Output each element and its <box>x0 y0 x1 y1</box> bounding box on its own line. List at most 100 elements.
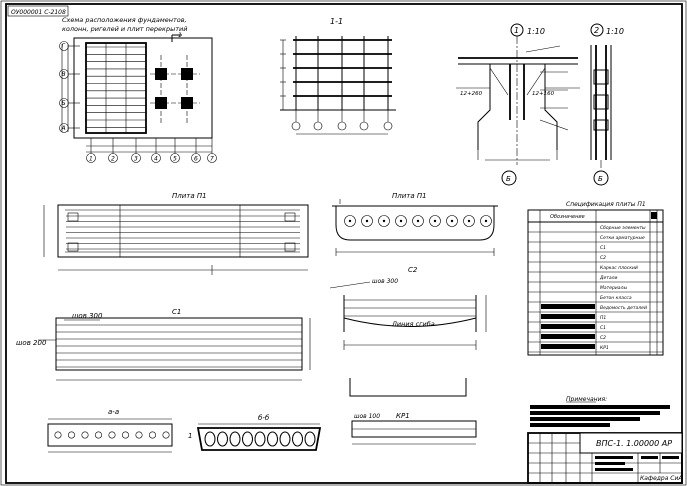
section-bb-title: б-б <box>258 414 270 422</box>
mesh-c2: С2 шов 300 Линия сгиба <box>329 266 487 350</box>
spec-row-label: С2 <box>600 255 606 261</box>
spec-row-label: С2 <box>600 335 606 341</box>
spec-row-label: Сборные элементы <box>600 225 646 231</box>
plan-row-axis-label: Г <box>62 43 66 50</box>
section-axis-marker <box>359 121 369 131</box>
section-axis-marker <box>313 121 323 131</box>
kr1-note: шов 100 <box>354 413 380 420</box>
spec-title: Спецификация плиты П1 <box>566 201 646 208</box>
plan-row-axis-marker <box>59 69 69 79</box>
spec-header: Обозначение <box>550 214 585 220</box>
node-1-scale: 1:10 <box>527 27 545 36</box>
plan-col-axis-label: 4 <box>154 156 158 163</box>
section-1-1-title: 1-1 <box>330 17 343 26</box>
spec-row-label: С1 <box>600 325 606 331</box>
bb-hole <box>204 431 216 447</box>
slab-p1-plan-title: Плита П1 <box>172 192 207 200</box>
mesh-c1: С1 шов 300 шов 200 <box>16 308 311 381</box>
inner-frame <box>5 3 683 484</box>
spec-row-label: Сетки арматурные <box>600 235 645 241</box>
bb-hole <box>279 431 291 447</box>
stamp-code-box <box>7 5 69 17</box>
node-1-label: 1 <box>514 26 519 35</box>
node-1-axis: Б <box>506 175 511 183</box>
c1-note1: шов 300 <box>72 312 103 320</box>
slab-p1-section: Плита П1 <box>332 192 498 256</box>
slab-hole <box>344 215 356 227</box>
section-axis-marker <box>291 121 301 131</box>
notes: Примечания: <box>530 396 670 427</box>
section-aa-title: а-а <box>108 408 119 416</box>
plan-col-axis-label: 7 <box>210 156 214 163</box>
node-2-marker <box>590 23 604 37</box>
slab-hole <box>446 215 458 227</box>
bb-hole <box>242 431 253 447</box>
title-block: ВПС-1. 1.00000 АР Кафедра СиА <box>527 432 683 484</box>
slab-hole <box>395 215 407 227</box>
slab-hole <box>361 215 373 227</box>
plan-title-line2: колонн, ригелей и плит перекрытий <box>62 25 187 33</box>
plan-col-axis-label: 2 <box>111 156 115 163</box>
title-block-code: ВПС-1. 1.00000 АР <box>596 439 672 448</box>
section-axis-marker <box>337 121 347 131</box>
c2-profile <box>349 378 467 397</box>
spec-row-label: Бетон класса <box>600 295 632 301</box>
bb-hole <box>229 431 241 447</box>
node-1-dim-left: 12+260 <box>460 91 483 97</box>
slab-hole <box>480 215 492 227</box>
node-1: 1 1:10 12+260 12+160 Б <box>456 23 580 186</box>
node-2-label: 2 <box>594 26 599 35</box>
bb-hole <box>292 431 303 447</box>
spec-table: Спецификация плиты П1 Обозначение Сборны… <box>527 201 664 356</box>
node-1-dim-right: 12+160 <box>532 91 555 97</box>
notes-title: Примечания: <box>566 396 607 403</box>
plan-col-axis-label: 6 <box>194 156 198 163</box>
slab-hole <box>429 215 441 227</box>
plan-row-axis-marker <box>59 123 69 133</box>
section-1-1: 1-1 <box>280 17 396 135</box>
bb-hole <box>304 431 316 447</box>
node-2-axis: Б <box>598 175 603 183</box>
c1-note2: шов 200 <box>16 339 47 347</box>
section-aa: а-а <box>47 408 173 453</box>
spec-row-label: С1 <box>600 245 606 251</box>
slab-p1-section-title: Плита П1 <box>392 192 427 200</box>
title-block-dept: Кафедра СиА <box>640 475 683 482</box>
plan-row-axis-label: Б <box>62 100 66 107</box>
spec-row-label: Детали <box>599 275 618 281</box>
node-2-axis-marker <box>593 170 609 186</box>
bb-hole <box>267 431 278 447</box>
node-2: 2 1:10 Б <box>590 23 624 186</box>
foundation-plan: Схема расположения фундаментов, колонн, … <box>59 16 217 163</box>
spec-row-label: КР1 <box>600 345 609 351</box>
section-bb-mark: 1 <box>188 432 192 440</box>
plan-col-axis-label: 3 <box>134 156 138 163</box>
spec-row-label: Ведомость деталей <box>600 305 647 311</box>
node-2-scale: 1:10 <box>606 27 624 36</box>
c2-bend-label: Линия сгиба <box>391 320 435 328</box>
plan-col-axis-label: 1 <box>89 156 93 163</box>
stamp-code: ОУ000001 С-2108 <box>11 9 66 16</box>
plan-row-axis-marker <box>59 41 69 51</box>
plan-row-axis-marker <box>59 98 69 108</box>
section-bb: б-б 1 <box>188 414 322 451</box>
plan-row-axis-label: В <box>62 71 66 78</box>
frame-kr1: КР1 шов 100 <box>351 412 477 445</box>
plan-title-line1: Схема расположения фундаментов, <box>62 16 187 24</box>
slab-p1-plan: Плита П1 <box>43 192 309 275</box>
plan-row-axis-label: А <box>61 125 66 132</box>
c2-title: С2 <box>408 266 418 274</box>
bb-hole <box>254 431 266 447</box>
spec-row-label: Каркас плоский <box>600 265 638 271</box>
node-1-axis-marker <box>501 170 517 186</box>
plan-col-axis-label: 5 <box>173 156 177 163</box>
spec-row-label: Материалы <box>600 285 627 291</box>
c2-note: шов 300 <box>372 278 398 285</box>
slab-hole <box>463 215 475 227</box>
bb-hole <box>217 431 228 447</box>
kr1-title: КР1 <box>396 412 410 420</box>
slab-hole <box>412 215 424 227</box>
